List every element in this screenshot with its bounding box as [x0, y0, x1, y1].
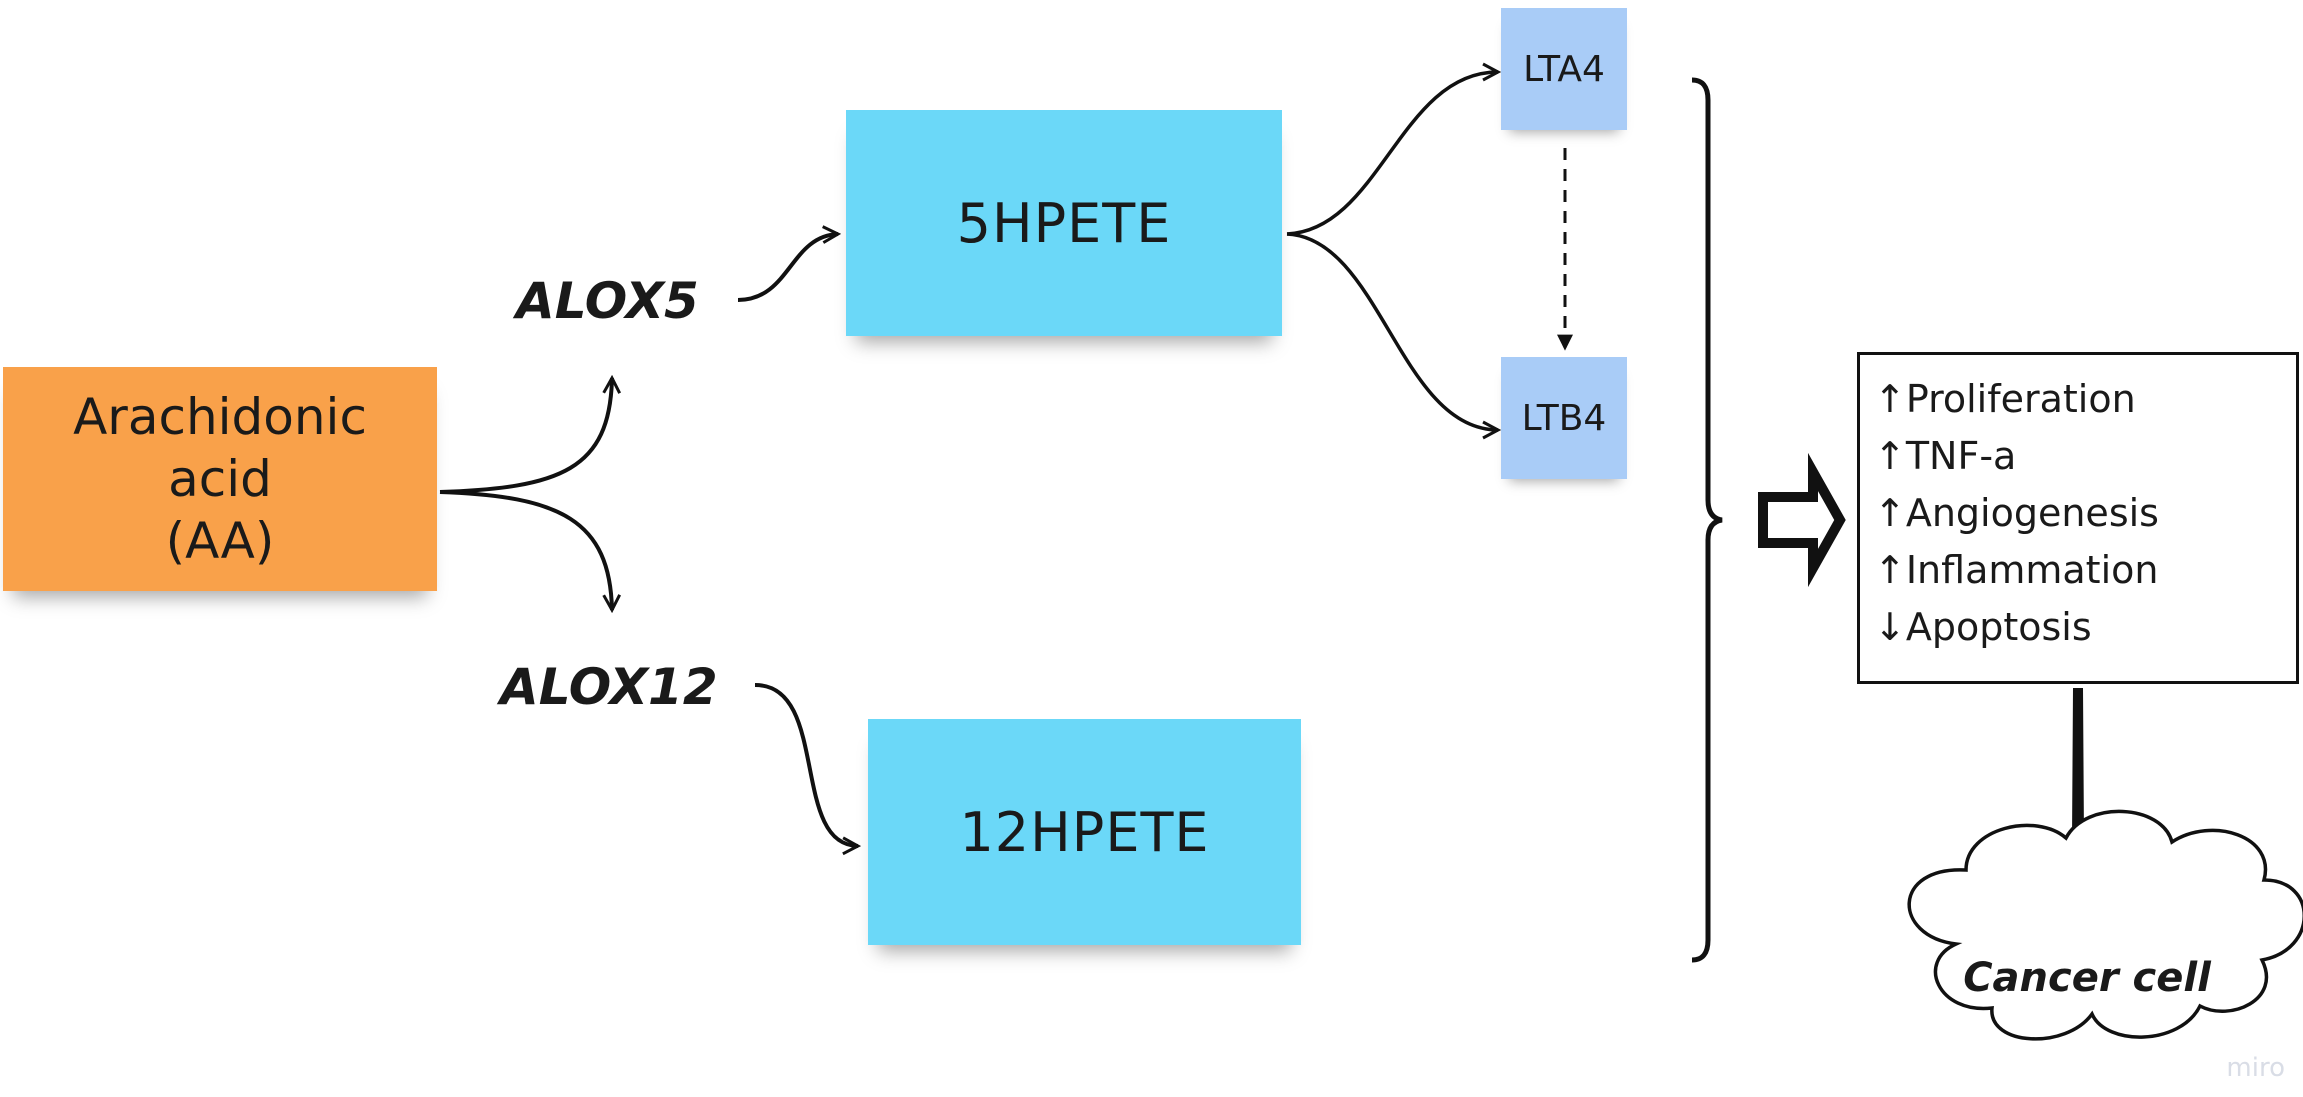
- effect-item: ↑Angiogenesis: [1874, 485, 2296, 542]
- effect-label: Angiogenesis: [1905, 491, 2159, 535]
- 12hpete-note: 12HPETE: [868, 719, 1301, 945]
- cancer-cell-cloud: [1907, 809, 2303, 1041]
- effect-item: ↑TNF-a: [1874, 428, 2296, 485]
- alox12-label: ALOX12: [500, 658, 718, 716]
- effect-item: ↓Apoptosis: [1874, 599, 2296, 656]
- effect-arrow: ↑: [1874, 491, 1906, 535]
- effect-label: Apoptosis: [1905, 605, 2092, 649]
- lta4-note: LTA4: [1501, 8, 1627, 130]
- curly-brace: [1691, 77, 1723, 963]
- arrow-5hpete-to-lta4: [1286, 72, 1498, 236]
- effect-item: ↑Inflammation: [1874, 542, 2296, 599]
- ltb4-label: LTB4: [1521, 397, 1607, 439]
- effect-arrow: ↑: [1874, 377, 1906, 421]
- aa-label-line-1: Arachidonic: [73, 388, 367, 446]
- arrow-5hpete-to-ltb4: [1286, 232, 1498, 430]
- effect-arrow: ↑: [1874, 548, 1906, 592]
- effect-arrow: ↓: [1874, 605, 1906, 649]
- effect-item: ↑Proliferation: [1874, 371, 2296, 428]
- aa-label-line-3: (AA): [165, 512, 275, 570]
- effect-arrow: ↑: [1874, 434, 1906, 478]
- arachidonic-acid-note: Arachidonic acid (AA): [3, 367, 437, 591]
- down-arrow-to-cancer-cell: [2050, 688, 2106, 878]
- arrow-aa-to-alox12: [439, 490, 612, 610]
- aa-label-line-2: acid: [168, 450, 272, 508]
- effect-label: Proliferation: [1905, 377, 2136, 421]
- miro-watermark: miro: [2226, 1053, 2285, 1083]
- effects-box: ↑Proliferation ↑TNF-a ↑Angiogenesis ↑Inf…: [1857, 352, 2299, 684]
- 5hpete-label: 5HPETE: [956, 191, 1172, 255]
- 5hpete-note: 5HPETE: [846, 110, 1282, 336]
- arrow-alox12-to-12hpete: [754, 683, 858, 846]
- effect-label: Inflammation: [1905, 548, 2159, 592]
- arrow-aa-to-alox5: [439, 378, 612, 494]
- lta4-label: LTA4: [1523, 48, 1605, 90]
- arrow-alox5-to-5hpete: [737, 234, 838, 302]
- block-arrow-icon: [1758, 452, 1846, 588]
- cancer-cell-label: Cancer cell: [1963, 955, 2211, 1001]
- 12hpete-label: 12HPETE: [959, 800, 1210, 864]
- ltb4-note: LTB4: [1501, 357, 1627, 479]
- effect-label: TNF-a: [1905, 434, 2017, 478]
- alox5-label: ALOX5: [516, 272, 699, 330]
